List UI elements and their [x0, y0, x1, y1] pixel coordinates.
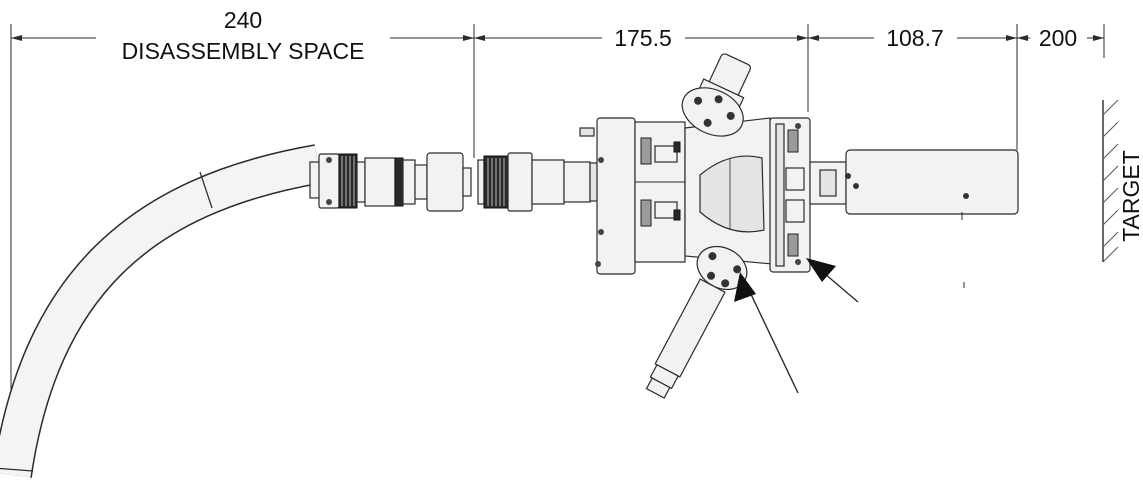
dimension-disassembly-value: 240	[224, 7, 262, 33]
target-label: TARGET	[1118, 150, 1143, 242]
dimension-head-value: 108.7	[886, 25, 944, 51]
dimension-standoff-value: 200	[1039, 25, 1077, 51]
mating-connector	[477, 152, 599, 212]
target-surface	[1102, 99, 1119, 263]
sensor-head	[809, 149, 1019, 288]
upper-arm	[681, 53, 751, 137]
detector-body	[579, 117, 773, 275]
cable	[0, 144, 322, 478]
cable-connector	[309, 152, 472, 212]
dimension-disassembly-caption: DISASSEMBLY SPACE	[122, 38, 365, 64]
dimension-lines	[10, 24, 1105, 470]
pointer-arrows	[734, 258, 859, 394]
dimension-detector-value: 175.5	[614, 25, 672, 51]
front-flange	[769, 117, 811, 273]
lower-arm	[645, 245, 748, 399]
